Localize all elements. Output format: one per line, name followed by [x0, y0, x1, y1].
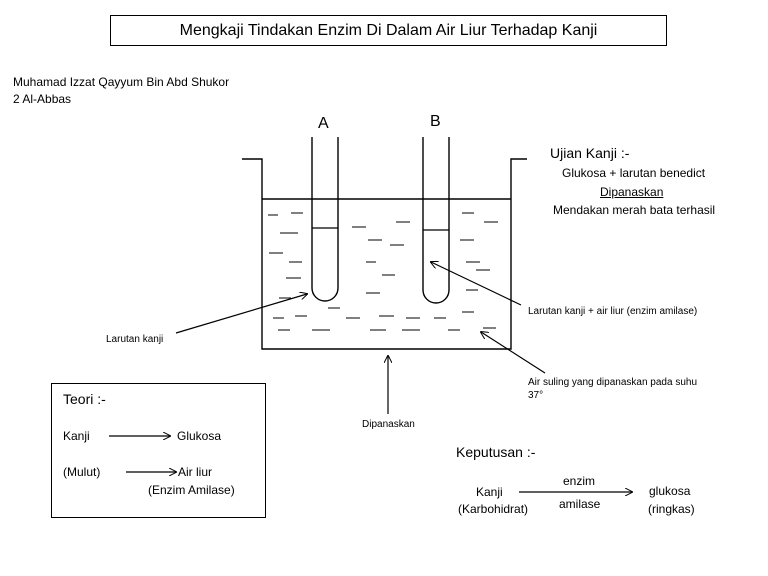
tube-a-label: A: [318, 115, 329, 132]
arrow-to-water: [481, 332, 546, 374]
beaker: [242, 158, 527, 350]
conclusion-right-line1: glukosa: [649, 484, 691, 498]
starch-test-line1: Glukosa + larutan benedict: [562, 166, 706, 180]
water-dashes: [268, 212, 498, 331]
theory-row1-left: Kanji: [63, 429, 90, 443]
theory-heading: Teori :-: [63, 391, 106, 407]
starch-test-line3: Mendakan merah bata terhasil: [553, 203, 716, 217]
arrow-to-tube-b: [431, 262, 522, 306]
test-tube-b: [422, 137, 450, 304]
author-name: Muhamad Izzat Qayyum Bin Abd Shukor: [13, 75, 230, 89]
starch-test-heading: Ujian Kanji :-: [550, 145, 630, 161]
theory-box: [51, 383, 266, 518]
conclusion-heading: Keputusan :-: [456, 444, 536, 460]
author-class: 2 Al-Abbas: [13, 92, 72, 106]
title-box: Mengkaji Tindakan Enzim Di Dalam Air Liu…: [110, 15, 667, 46]
arrow-to-tube-a: [175, 294, 307, 334]
conclusion-right-line2: (ringkas): [648, 502, 695, 516]
conclusion-left-line2: (Karbohidrat): [458, 502, 529, 516]
conclusion-left-line1: Kanji: [476, 485, 503, 499]
label-starch-solution: Larutan kanji: [106, 334, 164, 345]
label-starch-saliva: Larutan kanji + air liur (enzim amilase): [528, 306, 698, 317]
tube-b-label: B: [430, 113, 441, 130]
conclusion-arrow-top: enzim: [563, 474, 596, 488]
test-tube-a: [311, 137, 339, 302]
theory-row2-left: (Mulut): [63, 465, 101, 479]
starch-test-line2: Dipanaskan: [600, 185, 664, 199]
label-water-line1: Air suling yang dipanaskan pada suhu: [528, 377, 698, 388]
theory-row2-sub: (Enzim Amilase): [148, 483, 235, 497]
theory-row1-right: Glukosa: [177, 429, 222, 443]
page-title: Mengkaji Tindakan Enzim Di Dalam Air Liu…: [179, 21, 598, 39]
conclusion-arrow-bottom: amilase: [559, 497, 601, 511]
theory-row2-right: Air liur: [178, 465, 213, 479]
label-water-line2: 37°: [528, 390, 544, 401]
label-heated: Dipanaskan: [362, 419, 415, 430]
